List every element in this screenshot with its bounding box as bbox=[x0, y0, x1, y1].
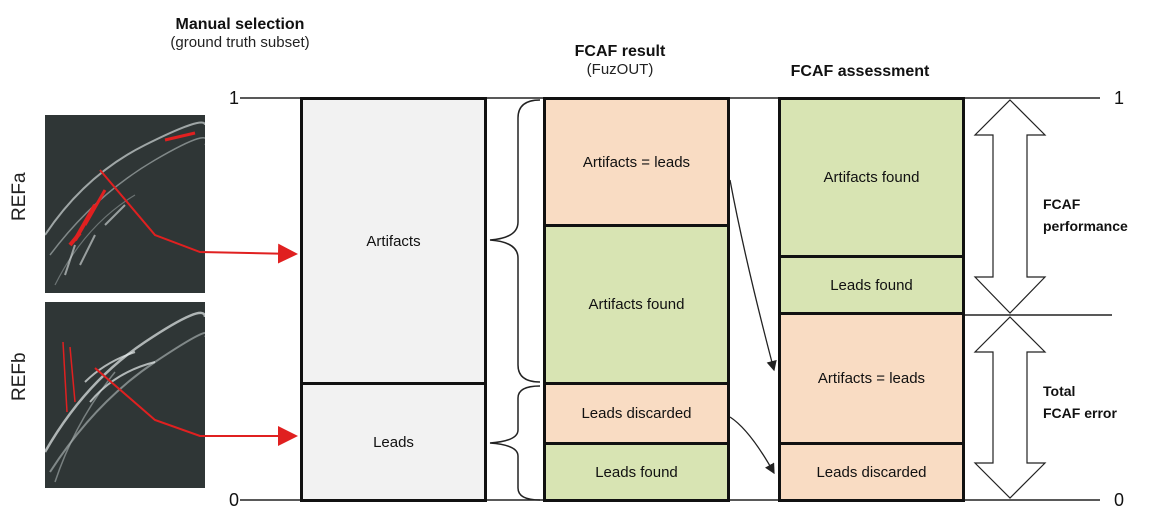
fcaf-assessment-title: FCAF assessment bbox=[790, 63, 930, 80]
assessment-leads-discarded-box: Leads discarded bbox=[778, 442, 965, 502]
result-leads-found-label: Leads found bbox=[595, 463, 678, 481]
assessment-leads-found-box: Leads found bbox=[778, 255, 965, 315]
error-double-arrow bbox=[973, 316, 1047, 499]
arrow-leads-discarded bbox=[729, 416, 775, 475]
arrow-artifacts-eq-leads bbox=[729, 179, 777, 372]
fcaf-result-subtitle: (FuzOUT) bbox=[586, 61, 654, 78]
assessment-artifacts-found-box: Artifacts found bbox=[778, 97, 965, 258]
result-leads-found-box: Leads found bbox=[543, 442, 730, 502]
assessment-leads-discarded-label: Leads discarded bbox=[816, 463, 927, 481]
manual-selection-title: Manual selection bbox=[175, 16, 305, 33]
manual-selection-subtitle: (ground truth subset) bbox=[170, 34, 310, 51]
manual-artifacts-box: Artifacts bbox=[300, 97, 487, 385]
ref-a-image bbox=[45, 115, 205, 293]
right-scale-bottom-label: 0 bbox=[1114, 490, 1125, 510]
assessment-artifacts-eq-leads-box: Artifacts = leads bbox=[778, 312, 965, 445]
manual-leads-label: Leads bbox=[373, 433, 414, 451]
performance-label: FCAF performance bbox=[1043, 193, 1128, 237]
error-label: Total FCAF error bbox=[1043, 380, 1117, 424]
ref-b-arrow bbox=[94, 367, 298, 446]
result-leads-discarded-box: Leads discarded bbox=[543, 382, 730, 445]
ref-b-image-texture bbox=[45, 311, 205, 483]
left-scale-top-label: 1 bbox=[229, 88, 240, 108]
assessment-artifacts-found-label: Artifacts found bbox=[823, 169, 920, 186]
assessment-leads-found-label: Leads found bbox=[830, 276, 913, 294]
left-scale-bottom-label: 0 bbox=[229, 490, 240, 510]
result-artifacts-eq-leads-box: Artifacts = leads bbox=[543, 97, 730, 227]
result-artifacts-found-label: Artifacts found bbox=[588, 296, 685, 313]
error-label-line2: FCAF error bbox=[1043, 405, 1117, 421]
brace-leads bbox=[489, 385, 541, 501]
error-label-line1: Total bbox=[1043, 383, 1076, 399]
performance-label-line1: FCAF bbox=[1043, 196, 1081, 212]
fcaf-result-title: FCAF result bbox=[574, 43, 666, 60]
manual-artifacts-label: Artifacts bbox=[366, 232, 421, 250]
right-scale-top-label: 1 bbox=[1114, 88, 1125, 108]
ref-a-arrow bbox=[99, 169, 298, 264]
performance-label-line2: performance bbox=[1043, 218, 1128, 234]
result-leads-discarded-label: Leads discarded bbox=[581, 405, 692, 422]
assessment-artifacts-eq-leads-label: Artifacts = leads bbox=[817, 370, 926, 387]
performance-double-arrow bbox=[973, 99, 1047, 314]
result-artifacts-found-box: Artifacts found bbox=[543, 224, 730, 385]
brace-artifacts bbox=[489, 99, 541, 383]
ref-a-image-texture bbox=[45, 121, 205, 286]
manual-leads-box: Leads bbox=[300, 382, 487, 502]
result-artifacts-eq-leads-label: Artifacts = leads bbox=[582, 153, 691, 171]
